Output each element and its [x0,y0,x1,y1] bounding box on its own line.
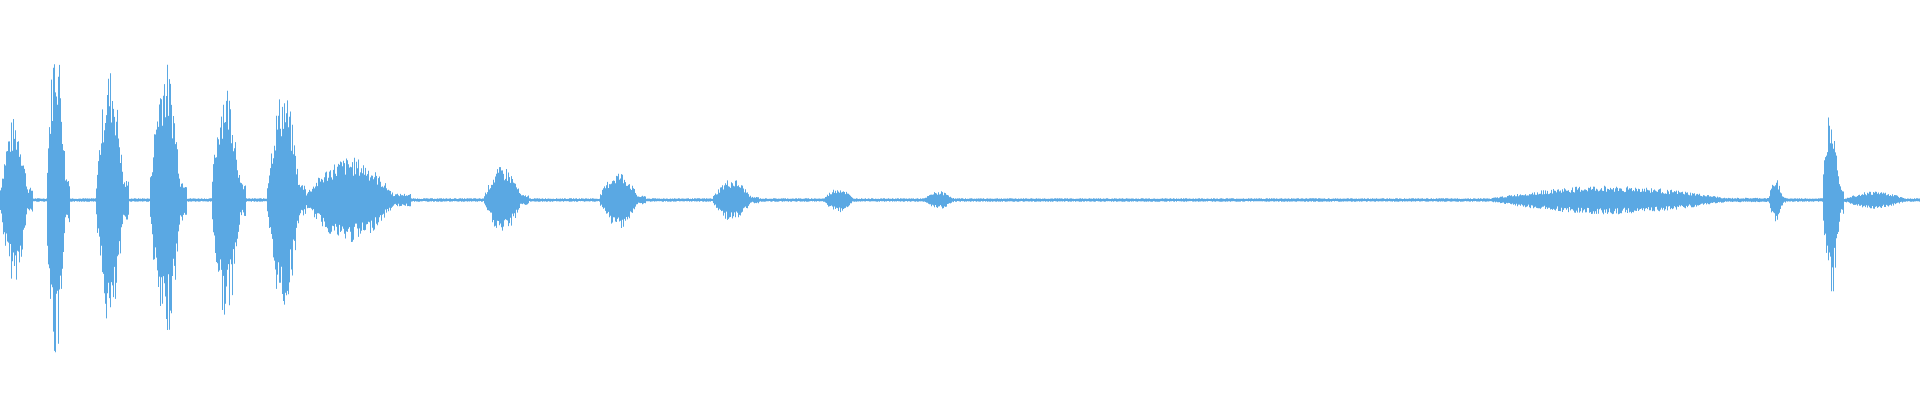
waveform-lines [0,64,1920,353]
